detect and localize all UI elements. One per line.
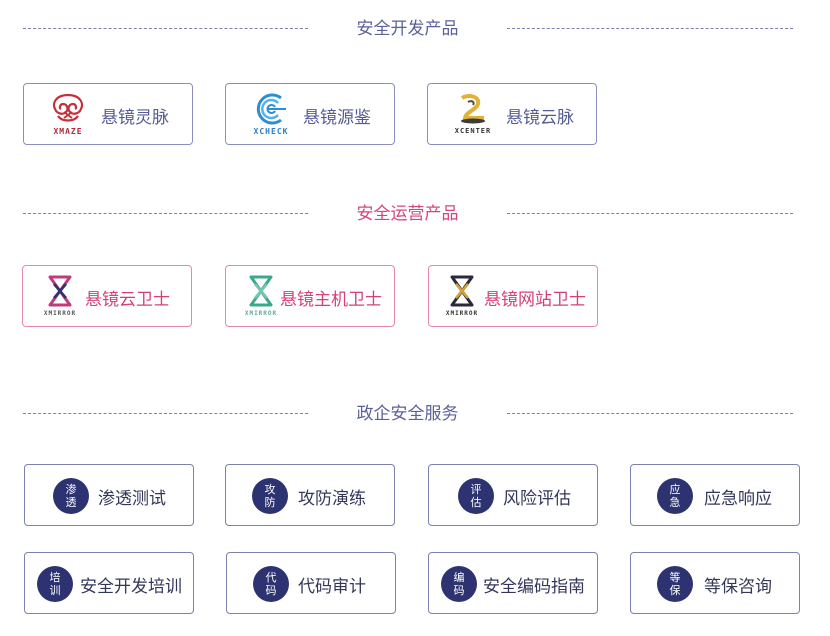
service-card-secure-coding-guide[interactable]: 编码 安全编码指南 bbox=[428, 552, 598, 614]
code-audit-badge-icon: 代码 bbox=[253, 566, 289, 602]
product-name: 悬镜网站卫士 bbox=[484, 290, 586, 310]
xmirror-logo-mark bbox=[249, 275, 273, 307]
badge-label: 渗透 bbox=[65, 483, 77, 509]
section-title-dev: 安全开发产品 bbox=[356, 19, 459, 39]
section-header-ops: 安全运营产品 bbox=[0, 199, 830, 229]
section-header-dev: 安全开发产品 bbox=[0, 14, 830, 44]
xcenter-logo-text: XCENTER bbox=[454, 127, 492, 135]
product-name: 悬镜源鉴 bbox=[303, 108, 371, 128]
divider-left bbox=[23, 213, 308, 214]
service-name: 渗透测试 bbox=[98, 489, 166, 509]
emergency-badge-icon: 应急 bbox=[657, 478, 693, 514]
service-card-secure-dev-training[interactable]: 培训 安全开发培训 bbox=[24, 552, 194, 614]
xmaze-logo-text: XMAZE bbox=[53, 127, 83, 136]
badge-label: 编码 bbox=[453, 571, 465, 597]
xmirror-logo-mark bbox=[450, 275, 474, 307]
badge-label: 评估 bbox=[470, 483, 482, 509]
service-name: 攻防演练 bbox=[298, 489, 366, 509]
service-name: 应急响应 bbox=[704, 489, 772, 509]
service-card-code-audit[interactable]: 代码 代码审计 bbox=[226, 552, 396, 614]
service-card-penetration-test[interactable]: 渗透 渗透测试 bbox=[24, 464, 194, 526]
service-card-risk-assessment[interactable]: 评估 风险评估 bbox=[428, 464, 598, 526]
xmirror-logo-text: XMIRROR bbox=[244, 310, 278, 317]
xmirror-logo-text: XMIRROR bbox=[445, 310, 479, 317]
divider-right bbox=[507, 28, 793, 29]
service-card-emergency-response[interactable]: 应急 应急响应 bbox=[630, 464, 800, 526]
badge-label: 等保 bbox=[669, 571, 681, 597]
service-name: 等保咨询 bbox=[704, 577, 772, 597]
product-card-cloud-guard[interactable]: XMIRROR 悬镜云卫士 bbox=[22, 265, 192, 327]
xmirror-logo-pink: XMIRROR bbox=[39, 274, 81, 320]
xmaze-logo-mark bbox=[52, 93, 84, 122]
service-card-attack-defense[interactable]: 攻防 攻防演练 bbox=[225, 464, 395, 526]
xcenter-logo-mark bbox=[460, 94, 485, 124]
xcenter-logo: XCENTER bbox=[448, 92, 498, 138]
xmirror-logo-dark: XMIRROR bbox=[441, 274, 483, 320]
product-card-xmaze[interactable]: XMAZE 悬镜灵脉 bbox=[23, 83, 193, 145]
compliance-badge-icon: 等保 bbox=[657, 566, 693, 602]
section-title-gov: 政企安全服务 bbox=[356, 404, 459, 424]
service-name: 代码审计 bbox=[298, 577, 366, 597]
product-card-xcheck[interactable]: XCHECK 悬镜源鉴 bbox=[225, 83, 395, 145]
service-name: 风险评估 bbox=[503, 489, 571, 509]
penetration-badge-icon: 渗透 bbox=[53, 478, 89, 514]
xmirror-logo-green: XMIRROR bbox=[240, 274, 282, 320]
service-card-compliance-consulting[interactable]: 等保 等保咨询 bbox=[630, 552, 800, 614]
badge-label: 代码 bbox=[265, 571, 277, 597]
product-card-host-guard[interactable]: XMIRROR 悬镜主机卫士 bbox=[225, 265, 395, 327]
product-card-web-guard[interactable]: XMIRROR 悬镜网站卫士 bbox=[428, 265, 598, 327]
xcheck-logo: XCHECK bbox=[248, 92, 294, 138]
attack-defense-badge-icon: 攻防 bbox=[252, 478, 288, 514]
service-name: 安全开发培训 bbox=[80, 577, 182, 597]
section-header-gov: 政企安全服务 bbox=[0, 399, 830, 429]
training-badge-icon: 培训 bbox=[37, 566, 73, 602]
xcheck-logo-mark bbox=[256, 93, 286, 125]
product-name: 悬镜云卫士 bbox=[85, 290, 170, 310]
xmirror-logo-text: XMIRROR bbox=[43, 310, 77, 317]
product-name: 悬镜主机卫士 bbox=[280, 290, 382, 310]
xmaze-logo: XMAZE bbox=[46, 92, 90, 138]
badge-label: 应急 bbox=[669, 483, 681, 509]
xmirror-logo-mark bbox=[48, 275, 72, 307]
product-name: 悬镜云脉 bbox=[506, 108, 574, 128]
divider-right bbox=[507, 213, 793, 214]
section-title-ops: 安全运营产品 bbox=[356, 204, 459, 224]
service-name: 安全编码指南 bbox=[483, 577, 585, 597]
divider-left bbox=[23, 413, 308, 414]
badge-label: 攻防 bbox=[264, 483, 276, 509]
risk-assessment-badge-icon: 评估 bbox=[458, 478, 494, 514]
product-card-xcenter[interactable]: XCENTER 悬镜云脉 bbox=[427, 83, 597, 145]
divider-right bbox=[507, 413, 793, 414]
badge-label: 培训 bbox=[49, 571, 61, 597]
coding-badge-icon: 编码 bbox=[441, 566, 477, 602]
divider-left bbox=[23, 28, 308, 29]
product-name: 悬镜灵脉 bbox=[101, 108, 169, 128]
xcheck-logo-text: XCHECK bbox=[253, 127, 289, 136]
